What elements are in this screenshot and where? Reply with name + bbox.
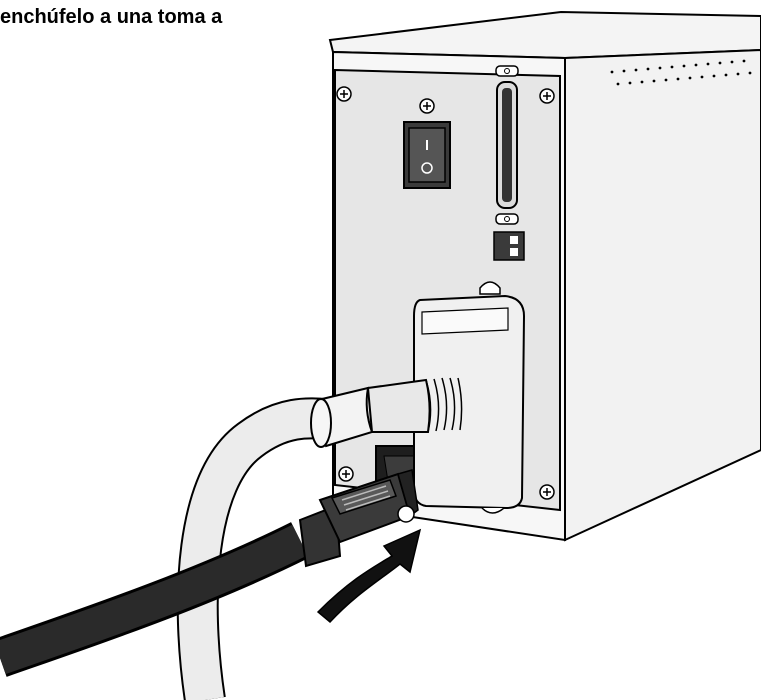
instruction-caption: enchúfelo a una toma a	[0, 6, 223, 28]
casing-side	[564, 48, 761, 542]
dip-switch	[493, 231, 525, 261]
screw-icon	[419, 98, 435, 114]
screw-icon	[336, 86, 352, 102]
casing-top	[328, 10, 761, 60]
power-cable-plug	[298, 469, 419, 568]
cable-connector-housing	[413, 281, 526, 514]
power-cable	[0, 522, 309, 677]
power-switch	[403, 121, 451, 189]
screw-icon	[338, 466, 354, 482]
white-cable-plug	[310, 377, 463, 448]
insert-arrow	[316, 505, 422, 624]
scsi-connector	[495, 65, 519, 225]
screw-icon	[539, 88, 555, 104]
screw-icon	[539, 484, 555, 500]
vent-dots	[610, 59, 752, 86]
